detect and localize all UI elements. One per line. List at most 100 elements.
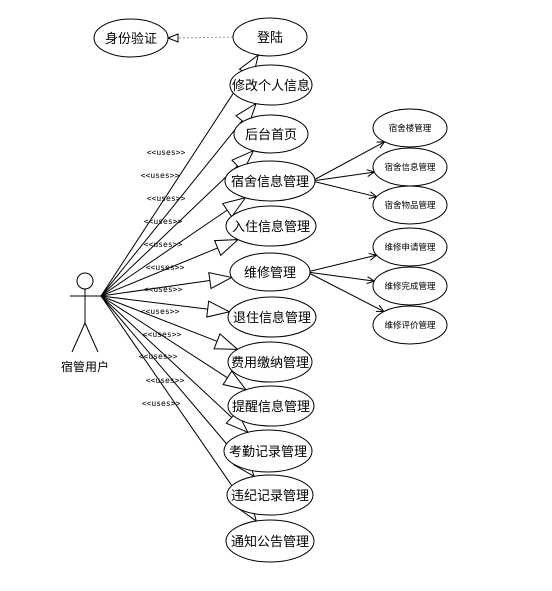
use-case-fee: 费用缴纳管理 <box>227 341 313 383</box>
use-case-notice-ellipse <box>225 519 315 563</box>
include-edge-dorm <box>311 171 375 182</box>
use-case-checkout: 退住信息管理 <box>227 296 317 338</box>
use-case-identity: 身份验证 <box>93 18 169 58</box>
uses-edge-checkin <box>100 247 218 297</box>
uses-edge-notice <box>100 295 245 504</box>
use-case-login-label: 登陆 <box>257 30 283 46</box>
use-case-building: 宿舍楼管理 <box>372 108 448 148</box>
use-case-building-label: 宿舍楼管理 <box>389 123 432 134</box>
uses-edge-dorm-info <box>100 209 228 297</box>
uses-edge-reminder <box>100 295 228 379</box>
use-case-violation: 违纪记录管理 <box>226 474 314 516</box>
use-case-home-label: 后台首页 <box>245 128 297 143</box>
uses-label-checkout: <<uses>> <box>144 285 183 294</box>
use-case-attendance: 考勤记录管理 <box>223 429 313 473</box>
actor-dorm-manager: 宿管用户 <box>61 272 109 374</box>
uses-edge-login <box>100 73 247 297</box>
uses-edge-profile <box>100 120 243 297</box>
dependency-arrowhead-identity <box>166 33 179 43</box>
use-case-apply-ellipse <box>372 227 448 267</box>
dependency-edge-login-identity <box>177 36 234 39</box>
use-case-violation-ellipse <box>226 474 314 516</box>
uses-label-repair: <<uses>> <box>146 263 185 272</box>
use-case-done-ellipse <box>372 266 448 306</box>
use-case-checkin-ellipse <box>225 205 317 247</box>
use-case-login-ellipse <box>232 17 308 57</box>
use-case-goods: 宿舍物品管理 <box>372 185 448 225</box>
use-case-checkout-label: 退住信息管理 <box>233 310 311 326</box>
use-case-dorm-info-ellipse <box>224 160 316 202</box>
generalization-arrowhead-checkin <box>213 239 240 257</box>
generalization-arrowhead-home <box>231 149 255 173</box>
uses-edge-checkout <box>100 295 208 310</box>
uses-label-checkin: <<uses>> <box>144 240 183 249</box>
generalization-arrowhead-checkout <box>206 300 231 318</box>
use-case-fee-label: 费用缴纳管理 <box>231 356 309 371</box>
use-case-attendance-ellipse <box>223 429 313 473</box>
use-case-dorm-label: 宿舍信息管理 <box>384 162 436 173</box>
uses-label-violation: <<uses>> <box>146 376 185 385</box>
uses-label-fee: <<uses>> <box>141 307 180 316</box>
use-case-dorm-info: 宿舍信息管理 <box>224 160 316 202</box>
use-case-repair-ellipse <box>229 252 311 292</box>
uses-edge-attendance <box>100 295 233 418</box>
use-case-profile-label: 修改个人信息 <box>232 78 310 94</box>
use-case-apply-label: 维修申请管理 <box>384 242 436 253</box>
include-edge-apply <box>306 254 377 273</box>
use-case-login: 登陆 <box>232 17 308 57</box>
use-case-done: 维修完成管理 <box>372 266 448 306</box>
uses-edge-repair <box>100 280 210 297</box>
uses-edge-fee <box>100 295 218 342</box>
use-case-checkin-label: 入住信息管理 <box>232 219 310 235</box>
include-edge-building <box>311 141 385 182</box>
use-case-home-ellipse <box>233 114 309 154</box>
uses-label-notice: <<uses>> <box>142 399 181 408</box>
include-edge-goods <box>311 180 377 198</box>
use-case-dorm-info-label: 宿舍信息管理 <box>231 174 309 190</box>
use-case-violation-label: 违纪记录管理 <box>231 489 309 504</box>
generalization-arrowhead-fee <box>213 333 239 350</box>
use-case-rate-ellipse <box>372 305 448 345</box>
use-case-identity-ellipse <box>93 18 169 58</box>
uses-label-home: <<uses>> <box>147 194 186 203</box>
use-case-building-ellipse <box>372 108 448 148</box>
use-case-goods-ellipse <box>372 185 448 225</box>
generalization-arrowhead-repair <box>208 271 234 290</box>
use-case-reminder-ellipse <box>227 385 315 427</box>
use-case-checkin: 入住信息管理 <box>225 205 317 247</box>
actor-left-leg <box>71 322 86 353</box>
uses-label-login: <<uses>> <box>147 148 186 157</box>
uses-label-attendance: <<uses>> <box>139 352 178 361</box>
uses-label-dorm-info: <<uses>> <box>144 217 183 226</box>
include-edge-done <box>306 271 375 282</box>
use-case-fee-ellipse <box>227 341 313 383</box>
actor-label: 宿管用户 <box>61 359 109 374</box>
use-case-notice: 通知公告管理 <box>225 519 315 563</box>
uses-edge-home <box>100 165 238 297</box>
use-case-attendance-label: 考勤记录管理 <box>229 445 307 460</box>
actor-right-leg <box>84 322 99 353</box>
generalization-arrowhead-attendance <box>225 410 249 434</box>
generalization-arrowhead-profile <box>235 102 257 127</box>
include-edge-rate <box>306 271 385 312</box>
use-case-profile-ellipse <box>229 64 313 106</box>
use-case-rate-label: 维修评价管理 <box>384 320 436 331</box>
generalization-arrowhead-dorm-info <box>221 196 247 218</box>
use-case-dorm: 宿舍信息管理 <box>372 147 448 187</box>
uses-edge-violation <box>100 295 241 460</box>
use-case-notice-label: 通知公告管理 <box>231 534 309 550</box>
use-case-checkout-ellipse <box>227 296 317 338</box>
generalization-arrowhead-reminder <box>222 370 248 391</box>
uses-label-profile: <<uses>> <box>141 171 180 180</box>
use-case-done-label: 维修完成管理 <box>384 281 436 292</box>
use-case-goods-label: 宿舍物品管理 <box>384 200 436 211</box>
use-case-reminder-label: 提醒信息管理 <box>232 399 310 415</box>
use-case-profile: 修改个人信息 <box>229 64 313 106</box>
actor-head <box>76 272 94 290</box>
use-case-home: 后台首页 <box>233 114 309 154</box>
use-case-repair-label: 维修管理 <box>244 266 296 281</box>
nodes-layer: 登陆修改个人信息后台首页宿舍信息管理入住信息管理维修管理退住信息管理费用缴纳管理… <box>223 17 448 563</box>
use-case-rate: 维修评价管理 <box>372 305 448 345</box>
